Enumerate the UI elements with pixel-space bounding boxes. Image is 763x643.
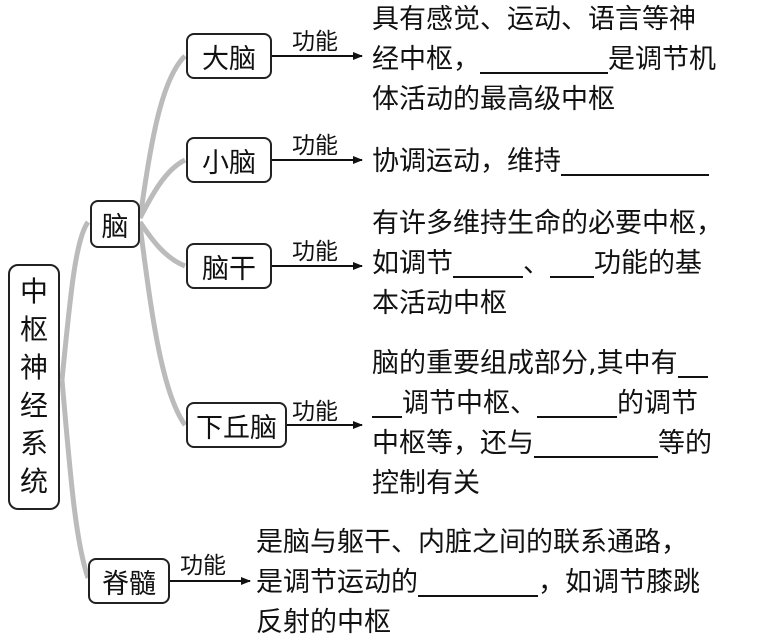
fill-blank — [537, 386, 617, 418]
root-char: 中 — [19, 275, 48, 308]
desc-line: 协调运动，维持 — [372, 142, 709, 182]
node-cerebrum: 大脑 — [186, 33, 272, 79]
desc-cerebellum: 协调运动，维持 — [372, 142, 709, 182]
fill-blank — [480, 42, 608, 74]
function-label-spinal: 功能 — [180, 553, 226, 579]
desc-line: 如调节、功能的基 — [372, 246, 702, 279]
node-hypothalamus-label: 下丘脑 — [196, 412, 277, 444]
desc-line: 控制有关 — [372, 468, 480, 499]
node-brainstem: 脑干 — [186, 243, 272, 289]
desc-line: 经中枢，是调节机 — [372, 42, 716, 75]
root-char: 系 — [19, 427, 48, 460]
fill-blank — [677, 346, 708, 378]
desc-line: 有许多维持生命的必要中枢， — [372, 208, 723, 239]
desc-line: 调节中枢、的调节 — [372, 384, 712, 424]
fill-blank — [372, 386, 402, 418]
node-spinal-label: 脊髓 — [102, 568, 156, 600]
function-label-hypothalamus: 功能 — [292, 399, 338, 425]
brace-brain-to-cerebrum — [137, 54, 187, 219]
fill-blank — [550, 246, 594, 278]
function-label-brainstem: 功能 — [292, 239, 338, 265]
desc-brainstem: 有许多维持生命的必要中枢， 如调节、功能的基 本活动中枢 — [372, 204, 723, 324]
desc-line: 体活动的最高级中枢 — [372, 84, 615, 115]
fill-blank — [453, 246, 523, 278]
desc-spinal: 是脑与躯干、内脏之间的联系通路， 是调节运动的，如调节膝跳 反射的中枢 — [256, 523, 700, 643]
root-char: 统 — [19, 465, 48, 498]
desc-line: 脑的重要组成部分,其中有 — [372, 344, 712, 384]
node-spinal-cord: 脊髓 — [88, 558, 170, 604]
root-char: 经 — [19, 389, 48, 422]
root-char: 神 — [19, 351, 48, 384]
root-char: 枢 — [19, 313, 48, 346]
brace-brain-to-hypothalamus — [137, 225, 188, 427]
desc-cerebrum: 具有感觉、运动、语言等神 经中枢，是调节机 体活动的最高级中枢 — [372, 0, 716, 120]
node-brain: 脑 — [90, 200, 140, 248]
brace-root-to-brain — [59, 220, 91, 381]
function-label-cerebellum: 功能 — [292, 133, 338, 159]
desc-line: 具有感觉、运动、语言等神 — [372, 4, 696, 35]
node-brainstem-label: 脑干 — [202, 253, 256, 285]
fill-blank — [534, 426, 658, 458]
desc-hypothalamus: 脑的重要组成部分,其中有 调节中枢、的调节 中枢等，还与等的 控制有关 — [372, 344, 712, 504]
fill-blank — [561, 144, 709, 176]
root-node-central-nervous-system: 中 枢 神 经 系 统 — [8, 264, 60, 510]
desc-line: 本活动中枢 — [372, 288, 507, 319]
desc-line: 中枢等，还与等的 — [372, 426, 712, 459]
function-label-cerebrum: 功能 — [292, 29, 338, 55]
node-hypothalamus: 下丘脑 — [186, 402, 287, 448]
node-brain-label: 脑 — [101, 211, 129, 243]
node-cerebellum: 小脑 — [186, 137, 272, 183]
desc-line: 是脑与躯干、内脏之间的联系通路， — [256, 527, 688, 558]
brace-brain-to-brainstem — [137, 220, 187, 269]
brace-brain-to-cerebellum — [137, 157, 187, 220]
node-cerebellum-label: 小脑 — [202, 147, 256, 179]
desc-line: 反射的中枢 — [256, 607, 391, 638]
node-cerebrum-label: 大脑 — [202, 43, 256, 75]
brace-root-to-spinal — [59, 379, 91, 579]
desc-line: 是调节运动的，如调节膝跳 — [256, 565, 700, 598]
fill-blank — [418, 565, 538, 597]
